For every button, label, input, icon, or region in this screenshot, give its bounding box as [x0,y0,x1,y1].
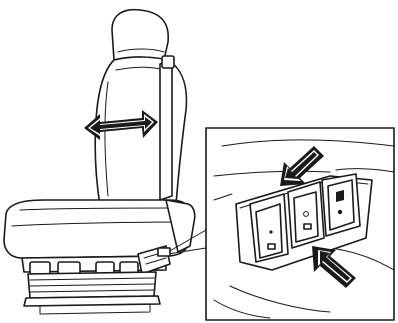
switch-panel-icon [322,174,360,236]
pointer-arrow-icon [312,246,356,288]
switch-panel-icon [288,182,324,248]
switch-panel-detail [206,128,394,320]
switch-panel-icon [250,194,288,262]
seat-icon [4,10,195,314]
